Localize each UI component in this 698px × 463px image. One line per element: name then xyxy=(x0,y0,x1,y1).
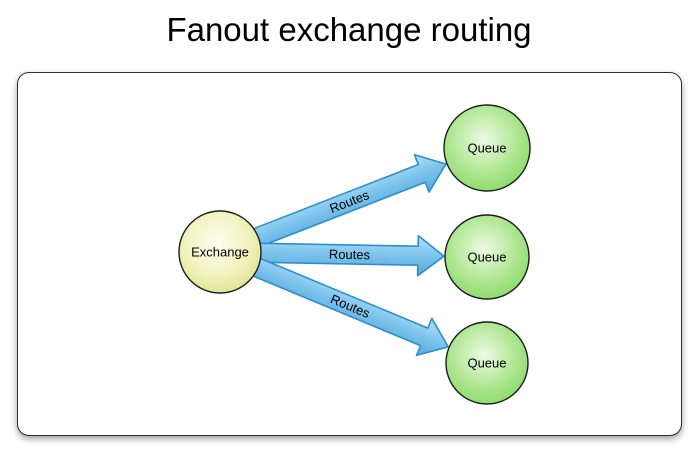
queue-circle xyxy=(445,321,529,405)
arrow-shape xyxy=(248,153,447,249)
exchange-circle xyxy=(178,210,262,294)
queue-2-node: Queue xyxy=(444,214,530,300)
queue-1-node: Queue xyxy=(443,104,531,192)
routes-arrow-2: Routes xyxy=(254,234,445,277)
diagram-title: Fanout exchange routing xyxy=(166,11,532,48)
routes-arrow-1: Routes xyxy=(248,153,447,249)
queue-circle xyxy=(443,104,531,192)
arrow-shape xyxy=(254,234,445,277)
node-label: Queue xyxy=(467,356,506,371)
edge-label: Routes xyxy=(329,247,371,263)
node-label: Queue xyxy=(467,250,506,265)
routes-arrow-3: Routes xyxy=(247,255,450,357)
node-label: Queue xyxy=(467,141,506,156)
node-label: Exchange xyxy=(191,245,249,260)
queue-circle xyxy=(444,214,530,300)
queue-3-node: Queue xyxy=(445,321,529,405)
exchange-node: Exchange xyxy=(178,210,262,294)
arrow-shape xyxy=(247,255,450,357)
